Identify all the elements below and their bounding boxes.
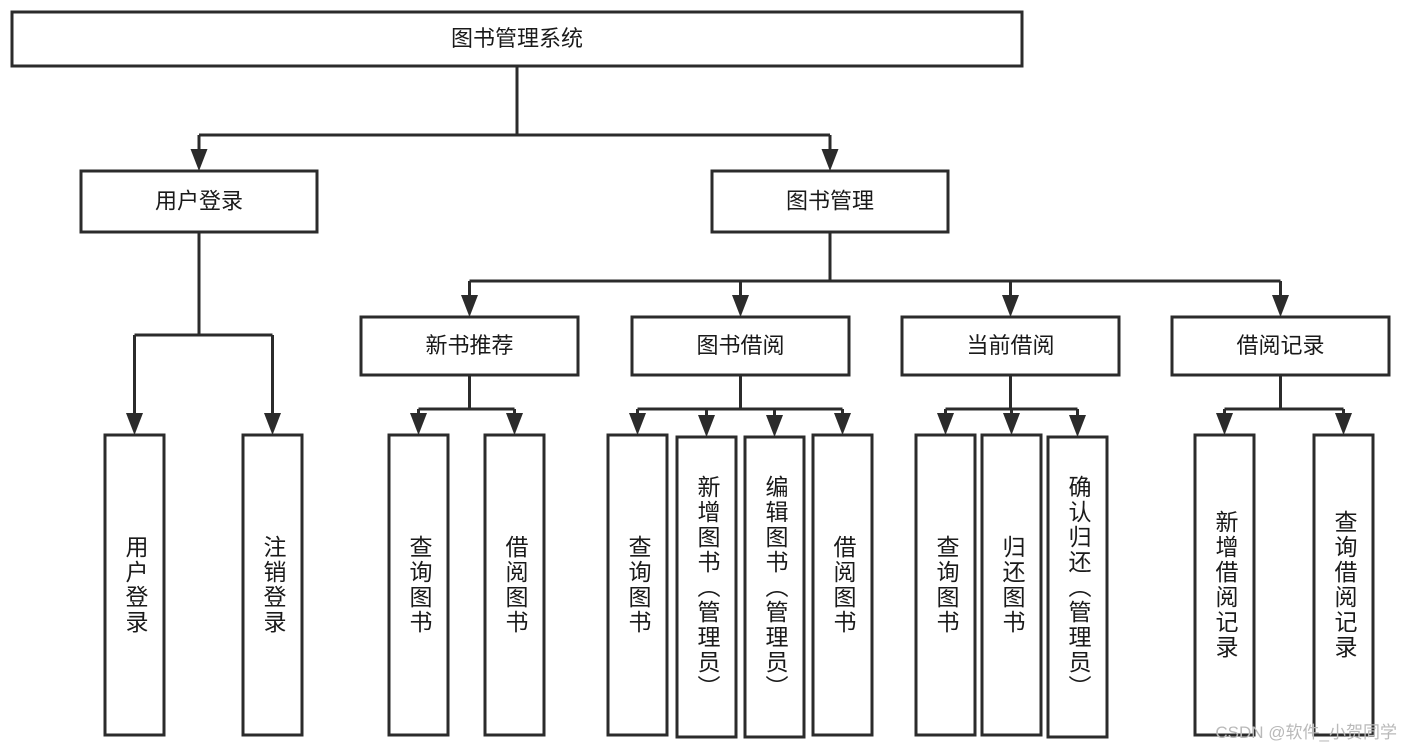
node-box-leaf-3[interactable]: [483, 433, 546, 737]
node-box-level3-2[interactable]: [900, 315, 1121, 377]
node-label-level2-0: 用户登录: [155, 188, 243, 213]
node-label-level3-2: 当前借阅: [966, 333, 1054, 358]
arrow-head-icon: [937, 413, 954, 435]
node-box-layer: [10, 10, 1391, 739]
node-box-leaf-2[interactable]: [387, 433, 450, 737]
arrow-head-icon: [190, 149, 208, 171]
node-box-leaf-4[interactable]: [606, 433, 669, 737]
node-box-leaf-7[interactable]: [811, 433, 874, 737]
arrow-head-icon: [506, 413, 523, 435]
node-label-level3-0: 新书推荐: [425, 333, 513, 358]
node-box-level3-0[interactable]: [359, 315, 580, 377]
arrow-head-icon: [1335, 413, 1352, 435]
arrow-head-icon: [410, 413, 427, 435]
arrow-head-icon: [821, 149, 839, 171]
node-box-root[interactable]: [10, 10, 1024, 68]
node-box-leaf-11[interactable]: [1193, 433, 1256, 737]
node-box-leaf-1[interactable]: [241, 433, 304, 737]
node-label-root: 图书管理系统: [451, 26, 583, 51]
arrow-head-icon: [126, 413, 143, 435]
arrow-head-icon: [834, 413, 851, 435]
node-box-leaf-0[interactable]: [103, 433, 166, 737]
node-box-leaf-10[interactable]: [1046, 435, 1109, 739]
node-box-level3-3[interactable]: [1170, 315, 1391, 377]
connector-layer: [126, 66, 1352, 437]
arrow-head-icon: [264, 413, 281, 435]
arrow-head-icon: [1272, 295, 1289, 317]
arrow-head-icon: [732, 295, 749, 317]
arrow-head-icon: [698, 415, 715, 437]
node-label-level3-1: 图书借阅: [696, 333, 784, 358]
node-label-level2-1: 图书管理: [786, 188, 874, 213]
node-box-leaf-5[interactable]: [675, 435, 738, 739]
arrow-head-icon: [461, 295, 478, 317]
node-label-level3-3: 借阅记录: [1236, 333, 1324, 358]
node-box-level2-1[interactable]: [710, 169, 950, 234]
arrow-head-icon: [1003, 413, 1020, 435]
arrow-head-icon: [1002, 295, 1019, 317]
node-box-leaf-12[interactable]: [1312, 433, 1375, 737]
arrow-head-icon: [1216, 413, 1233, 435]
node-box-level2-0[interactable]: [79, 169, 319, 234]
arrow-head-icon: [1069, 415, 1086, 437]
node-box-leaf-9[interactable]: [980, 433, 1043, 737]
node-box-leaf-6[interactable]: [743, 435, 806, 739]
watermark: CSDN @软件_小贺同学: [1215, 723, 1397, 742]
node-box-leaf-8[interactable]: [914, 433, 977, 737]
arrow-head-icon: [766, 415, 783, 437]
arrow-head-icon: [629, 413, 646, 435]
node-box-level3-1[interactable]: [630, 315, 851, 377]
